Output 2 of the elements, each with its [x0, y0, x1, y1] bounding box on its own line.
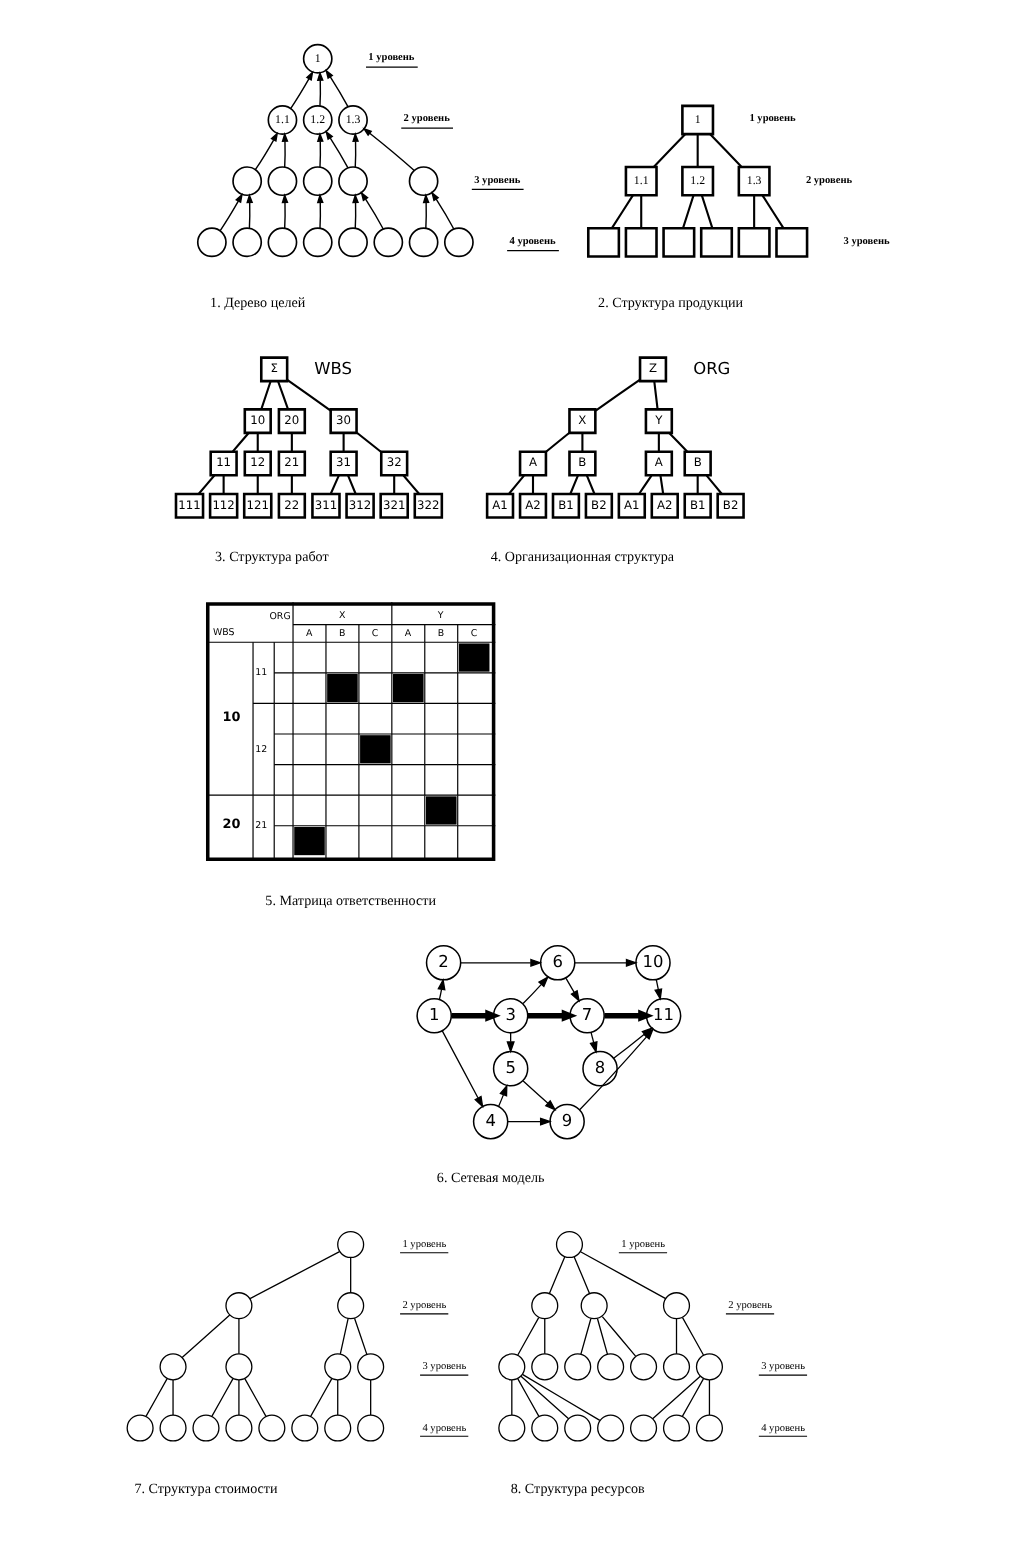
node-label: ORG	[693, 357, 731, 378]
node-label: WBS	[314, 357, 352, 378]
